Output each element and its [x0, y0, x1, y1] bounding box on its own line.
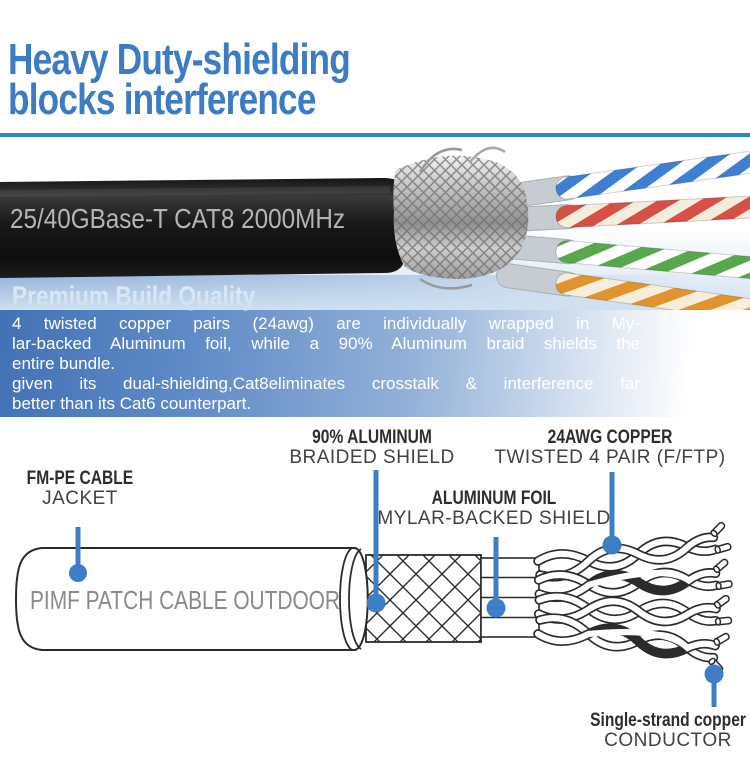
banner-line: 4 twisted copper pairs (24awg) are indiv…: [12, 314, 640, 333]
pointer-jacket: [69, 527, 87, 582]
label-braided-shield: 90% ALUMINUM BRAIDED SHIELD: [289, 427, 455, 468]
label-foil-shield: ALUMINUM FOIL MYLAR-BACKED SHIELD: [377, 488, 611, 529]
pointer-foil-shield: [486, 537, 506, 618]
banner-line: better than its Cat6 counterpart.: [12, 394, 252, 413]
label-jacket: FM-PE CABLE JACKET: [26, 468, 134, 509]
diagram-twisted-pair-3: [533, 591, 733, 627]
banner-body: 4 twisted copper pairs (24awg) are indiv…: [12, 314, 640, 414]
cable-construction-diagram: PIMF PATCH CABLE OUTDOOR FM-PE CABLE JA: [0, 418, 750, 778]
pointer-braided-shield: [366, 470, 386, 613]
diagram-twisted-pair-1: [533, 521, 732, 582]
banner-line: given its dual-shielding,Cat8eliminates …: [12, 374, 640, 393]
label-conductor: Single-strand copper CONDUCTOR: [590, 710, 746, 751]
premium-build-banner: Premium Build Quality 4 twisted copper p…: [0, 275, 750, 417]
photo-cable-jacket: 25/40GBase-T CAT8 2000MHz: [0, 178, 411, 278]
diagram-foil-shield: [480, 557, 540, 638]
banner-line: entire bundle.: [12, 354, 116, 373]
photo-braided-shield: [393, 146, 529, 290]
banner-title: Premium Build Quality: [12, 281, 256, 311]
page-title: Heavy Duty-shielding blocks interference: [8, 35, 435, 124]
divider-rule: [0, 133, 750, 137]
photo-twisted-pair-blue: [496, 151, 750, 209]
photo-twisted-pair-green: [495, 233, 750, 279]
diagram-cable-jacket: PIMF PATCH CABLE OUTDOOR: [14, 547, 369, 651]
page-title-line1: Heavy Duty-shielding: [8, 35, 351, 84]
pointer-conductor: [704, 664, 724, 707]
pointer-twisted-pairs: [602, 472, 622, 555]
diagram-twisted-pair-2: [533, 558, 733, 603]
cable-print-text: 25/40GBase-T CAT8 2000MHz: [10, 203, 345, 234]
label-twisted-pairs: 24AWG COPPER TWISTED 4 PAIR (F/FTP): [494, 427, 726, 468]
banner-line: lar-backed Aluminum foil, while a 90% Al…: [12, 334, 640, 353]
diagram-drawing: PIMF PATCH CABLE OUTDOOR: [14, 470, 733, 707]
photo-twisted-pair-red: [495, 195, 750, 233]
page-title-line2: blocks interference: [8, 75, 316, 124]
diagram-twisted-pair-4: [533, 613, 730, 673]
diagram-cable-text: PIMF PATCH CABLE OUTDOOR: [30, 585, 340, 615]
